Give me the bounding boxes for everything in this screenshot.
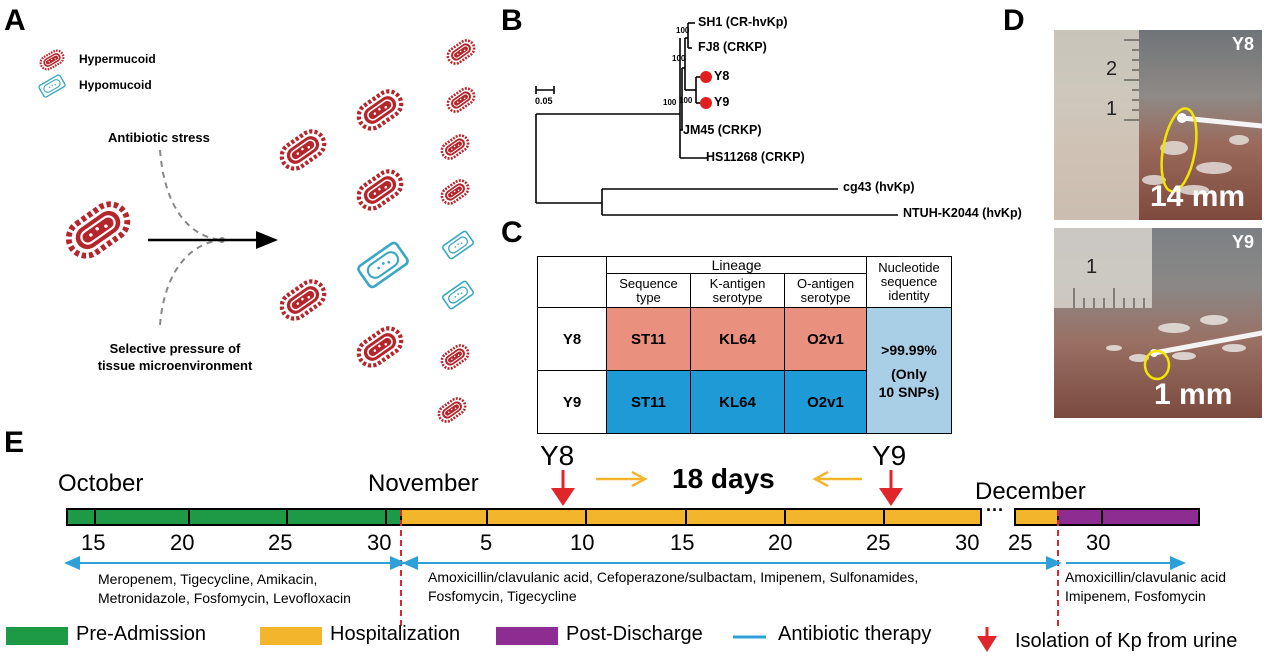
y8-photo-label: Y8 bbox=[1231, 34, 1254, 54]
lineage-table: Lineage Nucleotide sequence identity Seq… bbox=[537, 256, 952, 434]
bootstrap-1: 100 bbox=[676, 26, 690, 35]
identity-header: Nucleotide sequence identity bbox=[866, 256, 952, 308]
y9-o-antigen: O2v1 bbox=[784, 370, 867, 434]
tick-oct-20: 20 bbox=[170, 530, 195, 555]
legend-post-discharge: Post-Discharge bbox=[566, 623, 703, 645]
tick-dec-25: 25 bbox=[1008, 530, 1033, 555]
panel-label-c: C bbox=[501, 216, 523, 249]
bootstrap-3: 100 bbox=[663, 98, 677, 107]
arrow-right-icon bbox=[256, 231, 278, 249]
table-corner bbox=[537, 256, 607, 308]
hospitalization-bar-dec bbox=[1014, 508, 1059, 526]
y9-colony-photo: 1 Y9 1 mm bbox=[1054, 228, 1262, 418]
hypomucoid-legend-icon bbox=[37, 73, 67, 99]
taxon-cg43: cg43 (hvKp) bbox=[843, 180, 915, 194]
lineage-header: Lineage bbox=[606, 256, 867, 274]
tick-nov-5: 5 bbox=[480, 530, 493, 555]
legend-antibiotic-therapy: Antibiotic therapy bbox=[778, 623, 932, 645]
tick-oct-15: 15 bbox=[81, 530, 106, 555]
antibiotic-stress-label: Antibiotic stress bbox=[108, 130, 210, 145]
phylogenetic-tree bbox=[535, 22, 898, 216]
scale-bar-label: 0.05 bbox=[535, 96, 553, 106]
legend-isolation: Isolation of Kp from urine bbox=[1015, 630, 1238, 652]
post-discharge-bar bbox=[1057, 508, 1200, 526]
taxon-ntuh: NTUH-K2044 (hvKp) bbox=[903, 206, 1022, 220]
tick-nov-10: 10 bbox=[570, 530, 595, 555]
tick-nov-15: 15 bbox=[670, 530, 695, 555]
y9-isolation-label: Y9 bbox=[872, 440, 907, 471]
y8-isolation-arrow-icon bbox=[551, 488, 575, 506]
interval-label: 18 days bbox=[672, 463, 775, 494]
identity-cell: >99.99% (Only 10 SNPs) bbox=[866, 307, 952, 434]
taxon-sh1: SH1 (CR-hvKp) bbox=[698, 15, 788, 29]
bootstrap-4: 100 bbox=[679, 96, 693, 105]
hospitalization-swatch bbox=[260, 627, 322, 645]
taxon-y9: Y9 bbox=[714, 95, 730, 109]
bootstrap-2: 100 bbox=[672, 54, 686, 63]
drugs-pre-admission: Meropenem, Tigecycline, Amikacin, Metron… bbox=[98, 571, 351, 606]
k-antigen-header: K-antigen serotype bbox=[690, 273, 785, 308]
legend-hospitalization: Hospitalization bbox=[330, 623, 461, 645]
legend-hypermucoid: Hypermucoid bbox=[79, 52, 156, 66]
legend-hypomucoid: Hypomucoid bbox=[79, 78, 152, 92]
y9-k-antigen: KL64 bbox=[690, 370, 785, 434]
tick-nov-30: 30 bbox=[955, 530, 980, 555]
y8-o-antigen: O2v1 bbox=[784, 307, 867, 371]
drugs-post-discharge: Amoxicillin/clavulanic acid Imipenem, Fo… bbox=[1065, 569, 1227, 604]
interval-arrow-left-icon bbox=[812, 470, 829, 488]
pre-admission-swatch bbox=[6, 627, 68, 645]
panel-label-d: D bbox=[1003, 4, 1025, 37]
y9-sequence-type: ST11 bbox=[606, 370, 691, 434]
tick-dec-30: 30 bbox=[1086, 530, 1111, 555]
tick-oct-30: 30 bbox=[367, 530, 392, 555]
taxon-jm45: JM45 (CRKP) bbox=[683, 123, 762, 137]
y9-highlight-ellipse bbox=[1143, 349, 1171, 381]
source-bacterium-icon bbox=[62, 197, 134, 262]
isolation-legend-icon bbox=[977, 636, 997, 652]
month-october: October bbox=[58, 470, 144, 497]
therapy-arrow-right-icon bbox=[1170, 556, 1186, 570]
y8-sequence-type: ST11 bbox=[606, 307, 691, 371]
timeline-ellipsis: ··· bbox=[986, 500, 1004, 520]
o-antigen-header: O-antigen serotype bbox=[784, 273, 867, 308]
y9-photo-label: Y9 bbox=[1231, 232, 1254, 252]
y8-highlight-ellipse bbox=[1160, 107, 1198, 193]
taxon-y8: Y8 bbox=[714, 69, 730, 83]
y8-size-label: 14 mm bbox=[1150, 180, 1246, 213]
tissue-pressure-label: Selective pressure of tissue microenviro… bbox=[97, 341, 253, 373]
taxon-hs11268: HS11268 (CRKP) bbox=[706, 150, 805, 164]
interval-arrow-right-icon bbox=[631, 470, 648, 488]
y9-marker-icon bbox=[700, 97, 712, 109]
y8-colony-photo: 2 1 Y8 14 mm bbox=[1054, 30, 1262, 220]
y8-k-antigen: KL64 bbox=[690, 307, 785, 371]
tick-nov-20: 20 bbox=[768, 530, 793, 555]
hospitalization-bar bbox=[400, 508, 982, 526]
taxon-fj8: FJ8 (CRKP) bbox=[698, 40, 767, 54]
tick-nov-25: 25 bbox=[866, 530, 891, 555]
legend-pre-admission: Pre-Admission bbox=[76, 623, 207, 645]
panel-label-b: B bbox=[501, 4, 523, 37]
panel-label-e: E bbox=[4, 426, 25, 459]
panel-label-a: A bbox=[4, 4, 26, 37]
month-november: November bbox=[368, 470, 479, 497]
row-label-y8: Y8 bbox=[537, 307, 607, 371]
row-label-y9: Y9 bbox=[537, 370, 607, 434]
drugs-hospitalization: Amoxicillin/clavulanic acid, Cefoperazon… bbox=[428, 569, 919, 604]
sequence-type-header: Sequence type bbox=[606, 273, 691, 308]
y9-size-label: 1 mm bbox=[1154, 378, 1233, 411]
post-discharge-swatch bbox=[496, 627, 558, 645]
timeline-graphic bbox=[64, 470, 1200, 652]
month-december: December bbox=[975, 478, 1086, 505]
y9-isolation-arrow-icon bbox=[879, 488, 903, 506]
tick-oct-25: 25 bbox=[268, 530, 293, 555]
pre-admission-bar bbox=[66, 508, 402, 526]
panel-a-diagram bbox=[37, 36, 479, 426]
therapy-arrow-left-icon bbox=[64, 556, 80, 570]
y8-isolation-label: Y8 bbox=[540, 440, 575, 471]
y8-marker-icon bbox=[700, 71, 712, 83]
hypermucoid-legend-icon bbox=[37, 47, 67, 73]
